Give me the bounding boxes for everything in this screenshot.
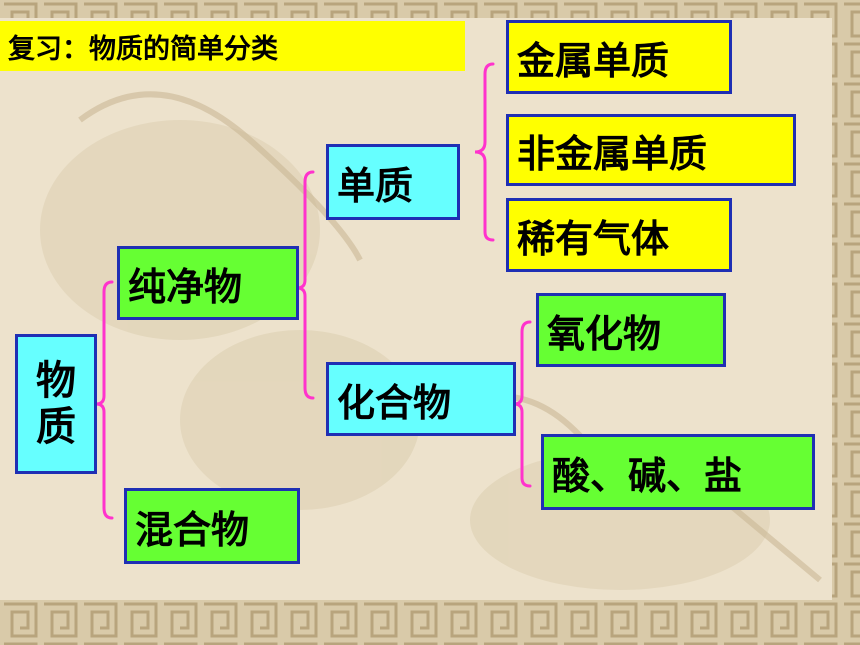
node-acid-base-salt: 酸、碱、盐 bbox=[541, 434, 815, 510]
compound-brace bbox=[513, 320, 532, 488]
root-brace bbox=[95, 280, 114, 520]
node-mixture: 混合物 bbox=[124, 488, 300, 564]
node-matter: 物 质 bbox=[15, 334, 97, 474]
node-matter-line1: 物 bbox=[36, 358, 76, 404]
node-matter-line2: 质 bbox=[36, 404, 76, 450]
node-noble-gas: 稀有气体 bbox=[506, 198, 732, 272]
node-metal-element: 金属单质 bbox=[506, 20, 732, 94]
node-pure-substance: 纯净物 bbox=[117, 246, 299, 320]
node-nonmetal-element: 非金属单质 bbox=[506, 114, 796, 186]
element-brace bbox=[474, 62, 495, 242]
node-compound: 化合物 bbox=[326, 362, 516, 436]
node-oxide: 氧化物 bbox=[536, 293, 726, 367]
page-title: 复习：物质的简单分类 bbox=[0, 21, 465, 71]
node-element: 单质 bbox=[326, 144, 460, 220]
pure-brace bbox=[296, 170, 315, 400]
